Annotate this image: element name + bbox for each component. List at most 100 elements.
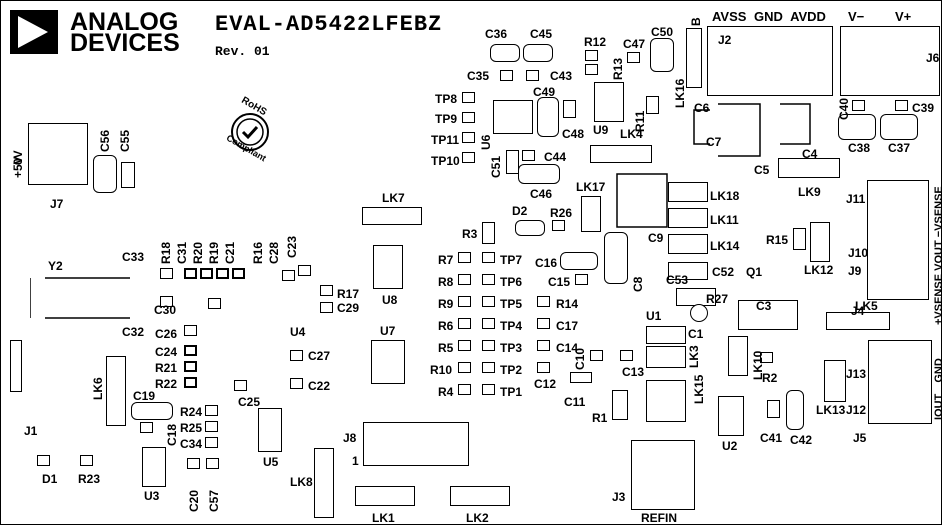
ref-u8: U8 — [382, 293, 398, 307]
lk16-b-label: B — [689, 17, 703, 26]
lk10-jumper — [728, 336, 748, 376]
board-revision: Rev. 01 — [215, 44, 270, 59]
r4-pad — [458, 384, 471, 395]
r22-pad — [184, 377, 197, 388]
r9-pad — [458, 296, 471, 307]
ref-c35: C35 — [467, 69, 490, 83]
ref-c49: C49 — [533, 85, 556, 99]
lk18-jumper — [668, 182, 708, 202]
c32-pad — [160, 296, 173, 307]
tp4-pad — [482, 318, 495, 329]
ref-c12: C12 — [534, 377, 557, 391]
ref-c7: C7 — [706, 135, 722, 149]
ref-j4: J4 — [851, 304, 865, 318]
u3-ic — [142, 447, 166, 487]
ref-tp9: TP9 — [435, 112, 458, 126]
lk15-jumper — [646, 380, 686, 422]
ref-r3: R3 — [462, 227, 478, 241]
ref-c18: C18 — [165, 423, 179, 446]
ref-c8: C8 — [631, 276, 645, 292]
ref-lk7: LK7 — [382, 191, 405, 205]
lk2-jumper — [450, 486, 510, 506]
ref-tp10: TP10 — [431, 154, 460, 168]
c15-pad — [575, 274, 588, 285]
u5-ic — [258, 408, 282, 452]
j8-connector — [363, 422, 469, 466]
c3-cap — [738, 300, 798, 330]
ref-lk2: LK2 — [466, 511, 489, 525]
ref-r1: R1 — [592, 411, 608, 425]
c38-cap — [838, 114, 876, 140]
c13-pad — [620, 350, 633, 361]
d1-pad — [37, 455, 50, 466]
r3-pad — [482, 222, 495, 244]
c48-pad — [563, 100, 576, 118]
ref-tp6: TP6 — [500, 275, 523, 289]
ref-r6: R6 — [438, 319, 454, 333]
r13-pad — [585, 64, 598, 75]
u9-ic — [594, 82, 624, 122]
r10-pad — [458, 362, 471, 373]
ref-tp11: TP11 — [431, 133, 460, 147]
ref-c26: C26 — [155, 327, 178, 341]
ref-j7: J7 — [50, 197, 64, 211]
ref-c57: C57 — [207, 489, 221, 512]
ref-r12: R12 — [584, 35, 607, 49]
c33-pad — [160, 268, 173, 279]
lk11-jumper — [668, 208, 708, 228]
ref-lk9: LK9 — [798, 185, 821, 199]
ref-c39: C39 — [912, 101, 935, 115]
lk4-jumper — [590, 145, 652, 163]
c51-pad — [506, 150, 519, 174]
r18-pad — [184, 268, 197, 279]
r14-pad — [537, 296, 550, 307]
c11-pad — [570, 372, 592, 383]
ref-tp8: TP8 — [435, 92, 458, 106]
ref-c41: C41 — [760, 431, 783, 445]
ref-tp2: TP2 — [500, 363, 523, 377]
ref-u1: U1 — [646, 309, 662, 323]
ref-q1: Q1 — [746, 265, 763, 279]
c23-pad — [298, 265, 311, 276]
ref-j11: J11 — [846, 192, 866, 206]
tp9-pad — [462, 112, 475, 123]
c46-cap — [518, 164, 560, 184]
ref-u5: U5 — [263, 455, 279, 469]
r1-res — [612, 390, 628, 420]
ref-j8: J8 — [343, 431, 357, 445]
ref-c24: C24 — [155, 345, 178, 359]
y2-crystal — [30, 277, 130, 319]
ref-c43: C43 — [550, 69, 573, 83]
c45-cap — [523, 44, 553, 62]
c28-pad — [282, 270, 295, 281]
ref-j9: J9 — [848, 264, 862, 278]
r20-pad — [216, 268, 229, 279]
c43-pad — [526, 70, 539, 81]
ref-c29: C29 — [337, 301, 360, 315]
j3-refin-label: REFIN — [641, 511, 677, 525]
c41-pad — [767, 400, 780, 418]
c1-cap — [646, 326, 686, 344]
ref-r2: R2 — [762, 371, 778, 385]
j5-iout-label: IOUT GND — [933, 358, 944, 420]
ref-j2: J2 — [718, 33, 732, 47]
c14-pad — [537, 340, 550, 351]
c34-pad — [205, 437, 218, 448]
ref-c19: C19 — [133, 389, 156, 403]
r25-pad — [205, 421, 218, 432]
c12-pad — [537, 362, 550, 373]
ref-lk12: LK12 — [804, 263, 834, 277]
ref-u7: U7 — [380, 324, 396, 338]
j6-vminus-label: V− — [848, 9, 865, 24]
ref-j6: J6 — [926, 51, 940, 65]
ref-r22: R22 — [155, 377, 178, 391]
c17-pad — [537, 318, 550, 329]
ref-c31: C31 — [175, 241, 189, 264]
r12-pad — [585, 50, 598, 61]
lk14-jumper — [668, 234, 708, 254]
c49-cap — [537, 97, 559, 137]
ref-r13: R13 — [611, 57, 625, 80]
ref-c36: C36 — [485, 27, 508, 41]
lk5-jumper — [826, 312, 890, 330]
ref-c46: C46 — [530, 187, 553, 201]
